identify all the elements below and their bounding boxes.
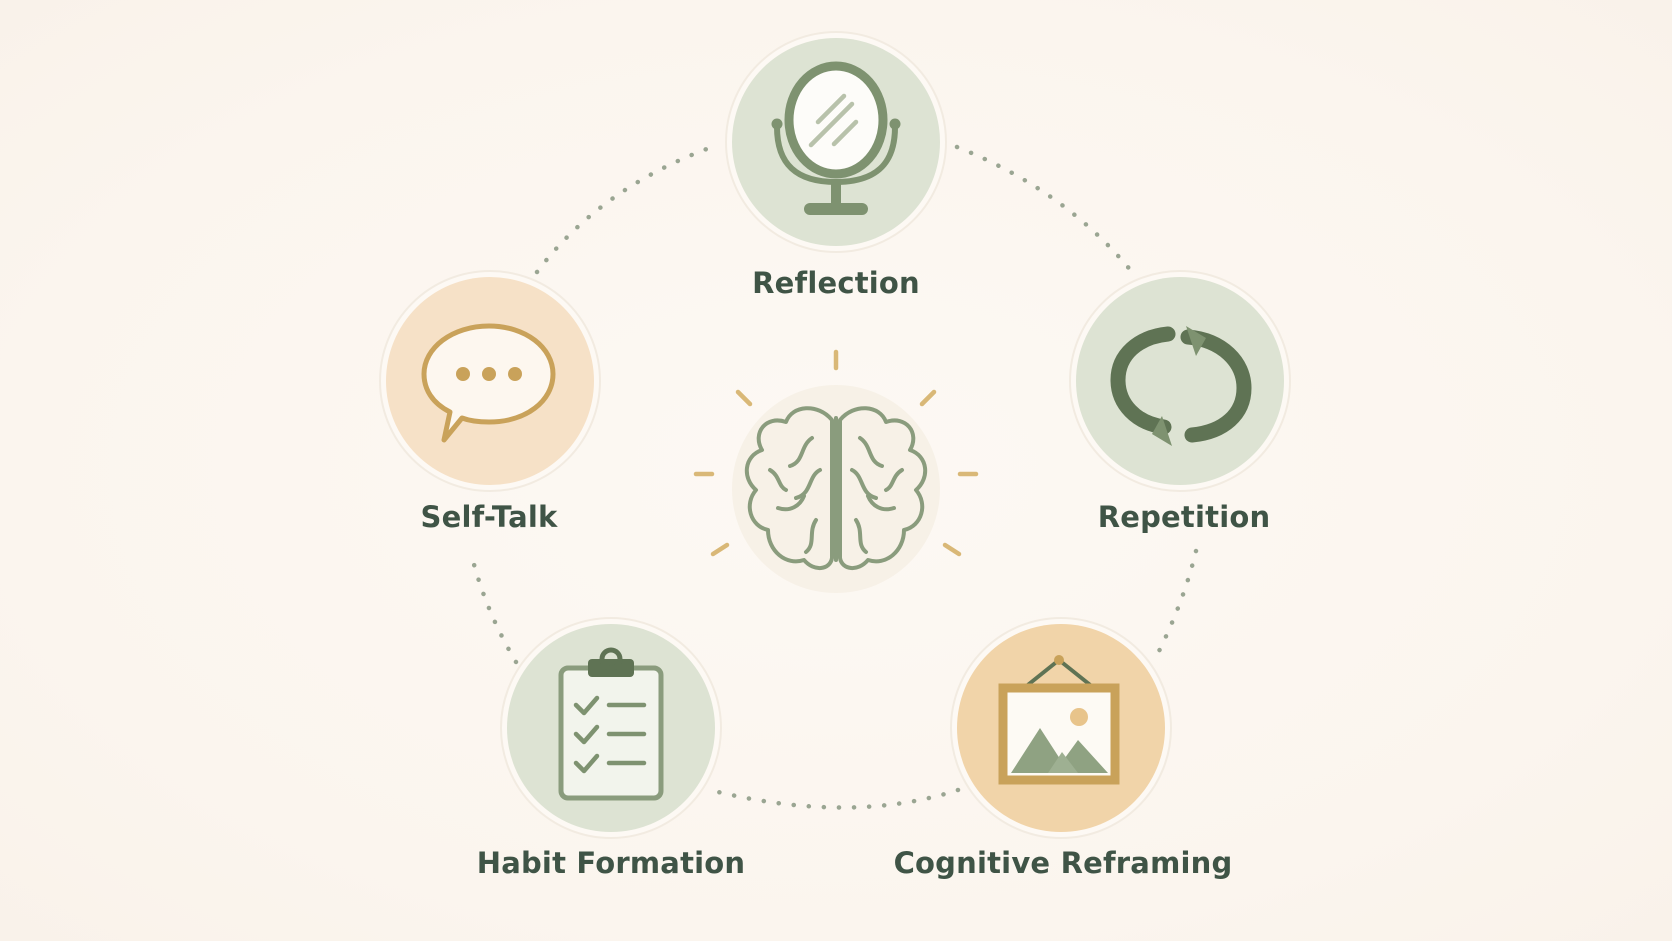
label-reflection: Reflection: [752, 266, 920, 300]
cycle-arrows-icon: [1110, 326, 1252, 446]
brain-icon: [745, 406, 927, 570]
connector-selftalk-reflection: [534, 144, 715, 275]
sun-rays: [693, 349, 979, 557]
mirror-icon: [771, 61, 901, 215]
center-hub: [693, 349, 979, 593]
framed-picture-icon: [998, 655, 1120, 785]
checklist-clipboard-icon: [558, 647, 664, 801]
label-repetition: Repetition: [1097, 500, 1271, 534]
label-self-talk: Self-Talk: [420, 500, 558, 534]
node-self-talk: [379, 270, 601, 492]
connector-reframing-habit: [707, 787, 961, 810]
dotted-connectors: [468, 144, 1199, 810]
node-cognitive-reframing: [950, 617, 1172, 839]
node-repetition: [1069, 270, 1291, 492]
connector-habit-selftalk: [468, 550, 519, 665]
node-reflection: [725, 31, 947, 253]
connector-reflection-repetition: [954, 144, 1135, 275]
node-habit-formation: [500, 617, 722, 839]
label-habit-formation: Habit Formation: [476, 846, 746, 880]
connector-repetition-reframing: [1150, 548, 1199, 666]
speech-bubble-icon: [421, 323, 556, 443]
label-cognitive-reframing: Cognitive Reframing: [893, 846, 1233, 880]
